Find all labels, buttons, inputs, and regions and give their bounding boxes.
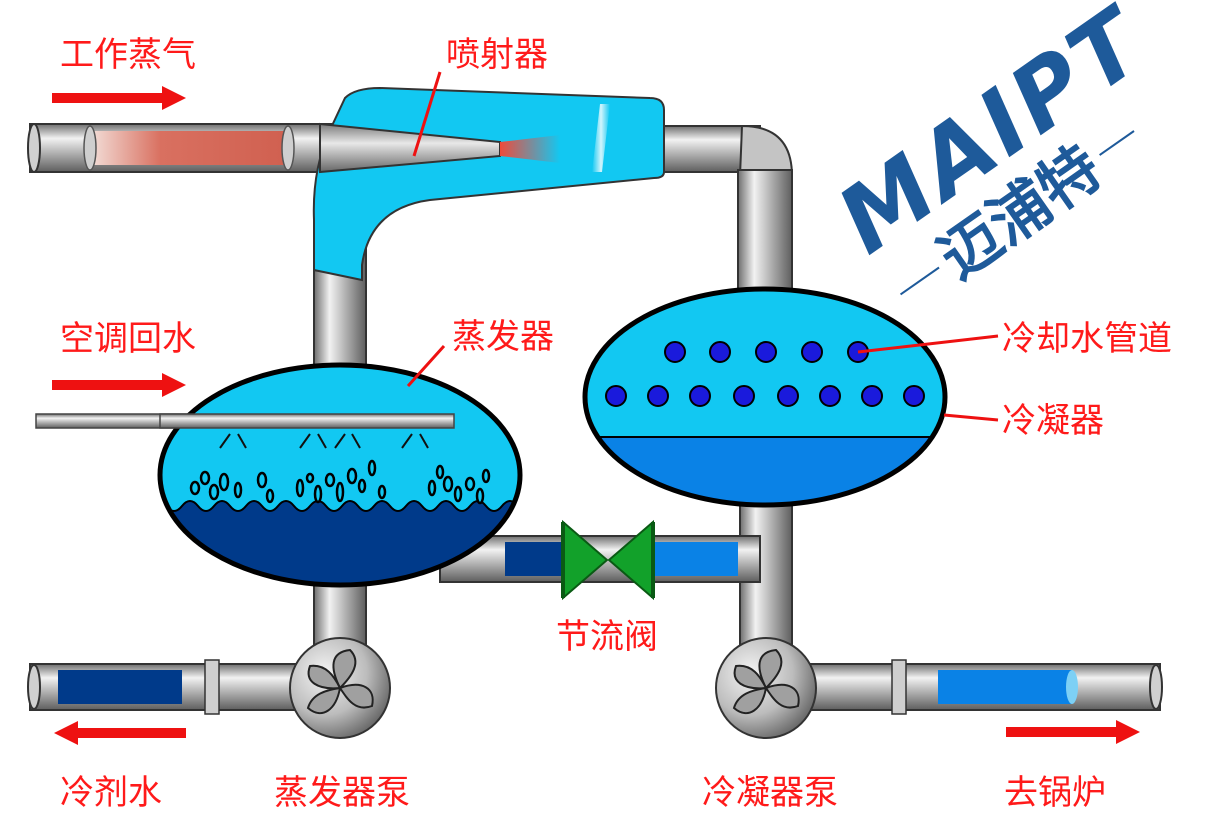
label-evaporator-pump: 蒸发器泵: [274, 773, 410, 813]
arrow-right-icon: [52, 86, 186, 110]
label-ejector: 喷射器: [446, 35, 548, 75]
steam-jet: [500, 135, 560, 163]
ejector: [312, 86, 665, 282]
flow-arrows: [52, 86, 1140, 745]
label-cooling-water-pipe: 冷却水管道: [1002, 319, 1172, 359]
arrow-right-icon: [1006, 720, 1140, 744]
elbow-top-right: [738, 124, 794, 177]
evaporator-shell: [157, 362, 523, 588]
cooling-water-tubes: [605, 341, 925, 407]
label-condenser-pump: 冷凝器泵: [702, 773, 838, 813]
condenser-shell: [582, 286, 948, 508]
spray-lines: [219, 433, 429, 449]
brand-logo: MAIPT 迈浦特: [819, 0, 1167, 296]
callout-lines: [406, 71, 999, 422]
arrow-left-icon: [54, 721, 186, 745]
labels: 工作蒸气 喷射器 空调回水 蒸发器 冷却水管道 冷凝器 节流阀 冷剂水 蒸发器泵…: [60, 35, 1172, 813]
arrow-right-icon: [52, 373, 186, 397]
fan-icon: [732, 648, 800, 715]
throttle-valve: [561, 519, 655, 601]
label-working-steam: 工作蒸气: [60, 35, 196, 75]
valve-line-blue-water: [648, 542, 738, 576]
condenser: [582, 286, 948, 508]
label-to-boiler: 去锅炉: [1004, 773, 1106, 813]
label-ac-return-water: 空调回水: [60, 319, 196, 359]
condenser-pump: [715, 637, 817, 739]
evaporator-pump: [289, 637, 391, 739]
bubbles: [189, 459, 491, 505]
fan-icon: [306, 648, 374, 715]
label-condenser: 冷凝器: [1002, 401, 1104, 441]
label-evaporator: 蒸发器: [452, 317, 554, 357]
steam-fill: [92, 131, 288, 165]
refrigerant-water-fill: [58, 670, 182, 704]
boiler-water-fill: [938, 670, 1072, 704]
label-throttle-valve: 节流阀: [556, 617, 658, 657]
label-refrigerant-water: 冷剂水: [60, 773, 162, 813]
